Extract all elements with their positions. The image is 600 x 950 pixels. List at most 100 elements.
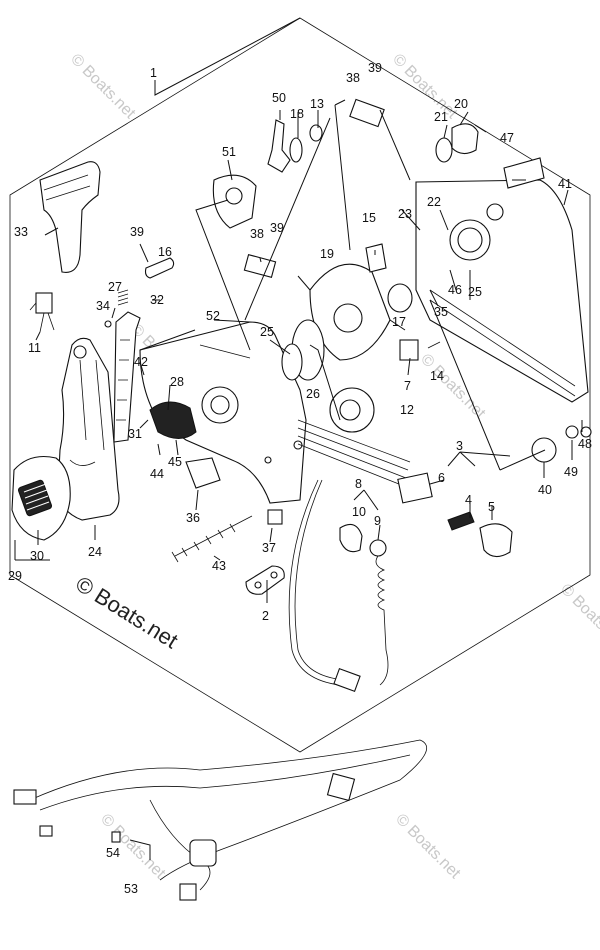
cable-main [288, 479, 341, 686]
part-label-25-right: 25 [468, 285, 482, 299]
part-label-18: 18 [290, 107, 304, 121]
watermark-text: © Boats.net [392, 811, 464, 883]
nut-48 [580, 426, 592, 438]
plug-9 [369, 539, 387, 557]
cylinder-10 [339, 523, 363, 553]
part-label-47: 47 [500, 131, 514, 145]
part-label-15: 15 [362, 211, 376, 225]
part-label-37: 37 [262, 541, 276, 555]
part-label-38-mid: 38 [250, 227, 264, 241]
washer-49 [565, 425, 579, 439]
part-label-28: 28 [170, 375, 184, 389]
clip-38-mid [243, 253, 277, 279]
clip-38-upper [349, 98, 385, 128]
part-label-4: 4 [465, 493, 472, 507]
part-label-7: 7 [404, 379, 411, 393]
watermark-text: © Boats.net [417, 351, 489, 423]
part-label-22: 22 [427, 195, 441, 209]
part-label-42: 42 [134, 355, 148, 369]
lanyard-coil [375, 555, 389, 686]
switch-6 [397, 472, 433, 504]
neutral-bracket-27 [113, 311, 141, 443]
part-label-1: 1 [150, 66, 157, 80]
part-label-36: 36 [186, 511, 200, 525]
harness-53 [29, 739, 427, 881]
part-label-14: 14 [430, 369, 444, 383]
block-37 [267, 509, 283, 525]
part-label-44: 44 [150, 467, 164, 481]
part-label-2: 2 [262, 609, 269, 623]
bolt-43 [171, 515, 253, 563]
part-label-46: 46 [448, 283, 462, 297]
part-label-53: 53 [124, 882, 138, 896]
part-label-12: 12 [400, 403, 414, 417]
connector-53e [39, 825, 53, 837]
part-label-33: 33 [14, 225, 28, 239]
part-label-24: 24 [88, 545, 102, 559]
part-label-38: 38 [346, 71, 360, 85]
part-label-21: 21 [434, 110, 448, 124]
part-label-19: 19 [320, 247, 334, 261]
switch-7 [399, 339, 419, 361]
control-handle-33 [39, 161, 101, 273]
part-label-9: 9 [374, 514, 381, 528]
cap-5 [479, 523, 513, 558]
washer-13 [309, 124, 323, 142]
part-label-10: 10 [352, 505, 366, 519]
collar-18 [289, 137, 303, 163]
bracket-36 [185, 457, 221, 489]
part-label-39: 39 [368, 61, 382, 75]
part-label-31: 31 [128, 427, 142, 441]
part-label-51: 51 [222, 145, 236, 159]
lever-arm-24 [57, 337, 120, 521]
cam-28 [149, 401, 197, 439]
leader-lines [14, 17, 583, 860]
part-label-16: 16 [158, 245, 172, 259]
connector-53c [189, 839, 217, 867]
part-label-26: 26 [306, 387, 320, 401]
part-label-32: 32 [150, 293, 164, 307]
watermark-text: © Boats.net [389, 51, 461, 123]
part-label-40: 40 [538, 483, 552, 497]
screw-14 [427, 341, 441, 349]
part-label-17: 17 [392, 315, 406, 329]
plate-2 [245, 565, 285, 595]
part-label-29: 29 [8, 569, 22, 583]
part-label-13: 13 [310, 97, 324, 111]
part-label-39-left: 39 [130, 225, 144, 239]
part-label-43: 43 [212, 559, 226, 573]
part-label-54: 54 [106, 846, 120, 860]
part-label-49: 49 [564, 465, 578, 479]
shaft-15 [365, 243, 387, 273]
switch-11 [35, 292, 53, 314]
part-label-30: 30 [30, 549, 44, 563]
part-label-35: 35 [434, 305, 448, 319]
clip-54 [111, 831, 121, 843]
part-label-45: 45 [168, 455, 182, 469]
pin-16 [144, 257, 175, 279]
connector-53b [13, 789, 37, 805]
part-label-50: 50 [272, 91, 286, 105]
part-label-41: 41 [558, 177, 572, 191]
part-label-8: 8 [355, 477, 362, 491]
arm-50 [267, 119, 291, 173]
part-label-52: 52 [206, 309, 220, 323]
part-label-48: 48 [578, 437, 592, 451]
part-label-20: 20 [454, 97, 468, 111]
watermark-main: © Boats.net [71, 571, 182, 653]
connector-cable [333, 668, 361, 692]
part-label-34: 34 [96, 299, 110, 313]
part-label-3: 3 [456, 439, 463, 453]
part-label-23: 23 [398, 207, 412, 221]
watermark-text: © Boats.net [67, 51, 139, 123]
part-label-5: 5 [488, 500, 495, 514]
harness-wires [297, 419, 411, 487]
key-4 [447, 511, 475, 531]
cover-20 [451, 123, 479, 155]
part-label-11: 11 [28, 341, 41, 355]
spring-32 [117, 289, 129, 306]
part-label-27: 27 [108, 280, 122, 294]
connector-53d [179, 883, 197, 901]
